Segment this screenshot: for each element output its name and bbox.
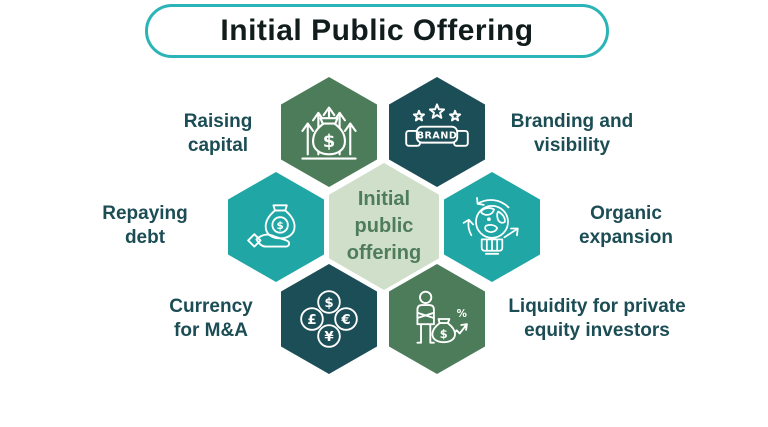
- currency-circles-icon: $ £ € ¥: [300, 290, 358, 348]
- dollar-glyph: $: [323, 131, 336, 152]
- hexagon-branding-visibility: BRAND: [389, 77, 485, 187]
- label-liquidity-private-equity: Liquidity for private equity investors: [508, 296, 686, 342]
- dollar-glyph: $: [324, 296, 333, 311]
- hexagon-liquidity-private-equity: % $: [389, 264, 485, 374]
- investor-money-growth-icon: % $: [416, 290, 468, 344]
- percent-glyph: %: [457, 308, 467, 320]
- growth-arrows-money-bag-icon: $: [301, 106, 357, 160]
- label-raising-capital: Raising capital: [183, 111, 253, 157]
- euro-glyph: €: [340, 313, 350, 328]
- label-currency-ma: Currency for M&A: [169, 296, 253, 342]
- label-repaying-debt: Repaying debt: [102, 203, 188, 249]
- pound-glyph: £: [307, 313, 316, 328]
- hexagon-repaying-debt: $: [228, 172, 324, 282]
- title-pill: Initial Public Offering: [145, 4, 609, 58]
- hexagon-organic-expansion: [444, 172, 540, 282]
- dollar-glyph: $: [440, 327, 448, 341]
- label-organic-expansion: Organic expansion: [579, 203, 673, 249]
- brand-glyph: BRAND: [417, 130, 458, 141]
- hexagon-center-ipo: Initial public offering: [329, 163, 439, 290]
- label-branding-visibility: Branding and visibility: [510, 111, 634, 157]
- yen-glyph: ¥: [324, 330, 334, 345]
- globe-arrows-hand-icon: [462, 197, 519, 255]
- brand-ribbon-stars-icon: BRAND: [405, 103, 469, 147]
- page-title: Initial Public Offering: [220, 14, 534, 47]
- hexagon-raising-capital: $: [281, 77, 377, 187]
- hexagon-currency-ma: $ £ € ¥: [281, 264, 377, 374]
- hand-money-bag-icon: $: [247, 204, 296, 248]
- dollar-glyph: $: [277, 220, 284, 232]
- center-label: Initial public offering: [346, 188, 422, 264]
